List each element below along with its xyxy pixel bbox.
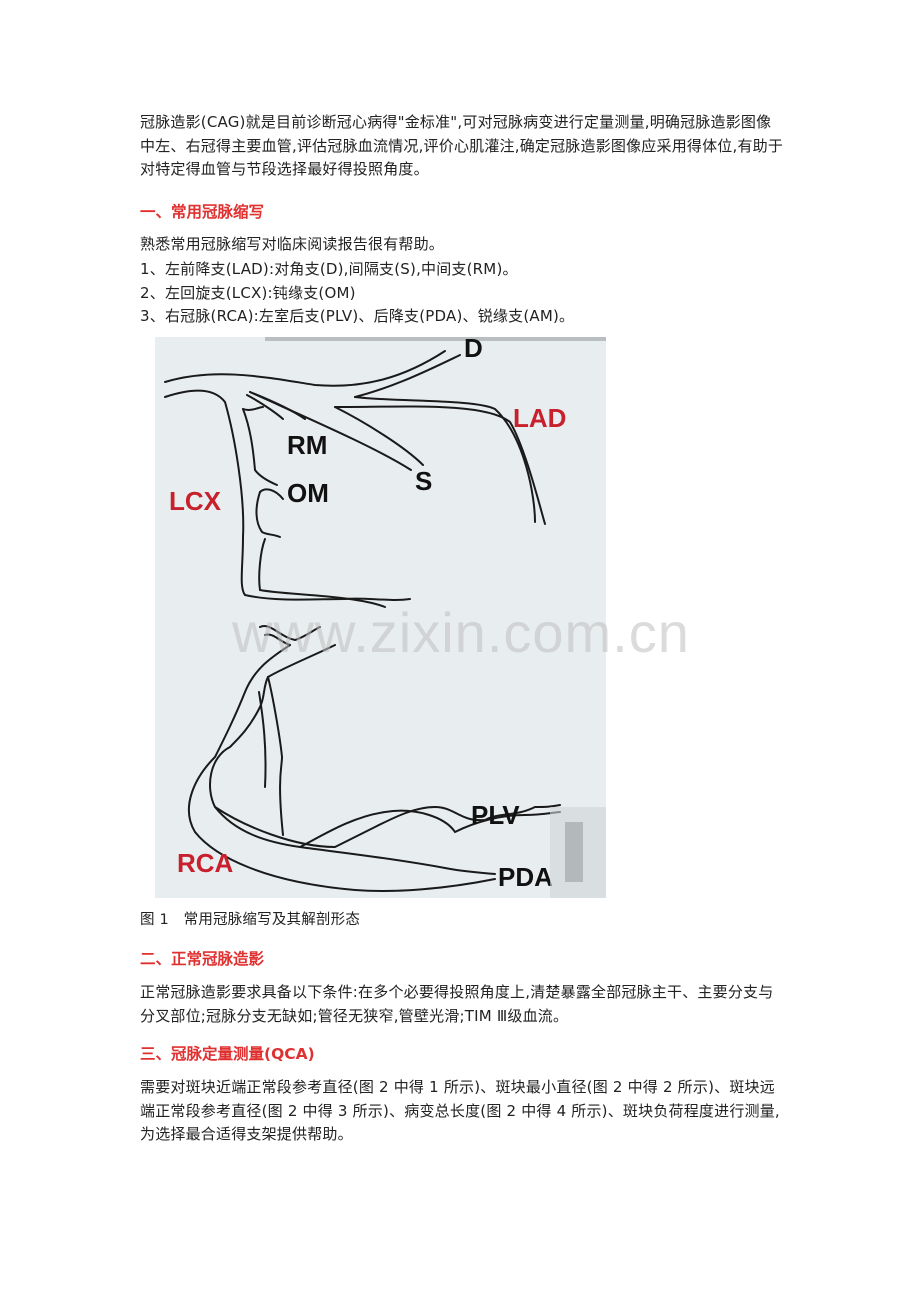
label-lcx: LCX <box>169 486 222 516</box>
abbreviation-list: 1、左前降支(LAD):对角支(D),间隔支(S),中间支(RM)。 2、左回旋… <box>140 258 574 329</box>
label-pda: PDA <box>498 862 553 892</box>
label-s: S <box>415 466 432 496</box>
section3-paragraph: 需要对斑块近端正常段参考直径(图 2 中得 1 所示)、斑块最小直径(图 2 中… <box>140 1078 780 1143</box>
label-rca: RCA <box>177 848 234 878</box>
section-heading-normal-angiography: 二、正常冠脉造影 <box>140 950 265 968</box>
label-lad: LAD <box>513 403 566 433</box>
coronary-diagram: D LAD RM S LCX OM PLV RCA PDA <box>155 337 606 898</box>
label-rm: RM <box>287 430 327 460</box>
list-item-lad: 1、左前降支(LAD):对角支(D),间隔支(S),中间支(RM)。 <box>140 260 518 278</box>
coronary-anatomy-figure: D LAD RM S LCX OM PLV RCA PDA <box>155 337 606 898</box>
section-heading-qca: 三、冠脉定量测量(QCA) <box>140 1045 315 1063</box>
figure-caption: 图 1 常用冠脉缩写及其解剖形态 <box>140 912 361 928</box>
list-item-lcx: 2、左回旋支(LCX):钝缘支(OM) <box>140 283 356 302</box>
label-om: OM <box>287 478 329 508</box>
section2-paragraph: 正常冠脉造影要求具备以下条件:在多个必要得投照角度上,清楚暴露全部冠脉主干、主要… <box>140 983 774 1025</box>
section1-lead: 熟悉常用冠脉缩写对临床阅读报告很有帮助。 <box>140 235 445 253</box>
list-item-rca: 3、右冠脉(RCA):左室后支(PLV)、后降支(PDA)、锐缘支(AM)。 <box>140 307 575 325</box>
section-heading-abbreviations: 一、常用冠脉缩写 <box>140 203 265 221</box>
label-plv: PLV <box>471 800 520 830</box>
label-d: D <box>464 337 483 363</box>
intro-paragraph: 冠脉造影(CAG)就是目前诊断冠心病得"金标准",可对冠脉病变进行定量测量,明确… <box>140 113 784 178</box>
